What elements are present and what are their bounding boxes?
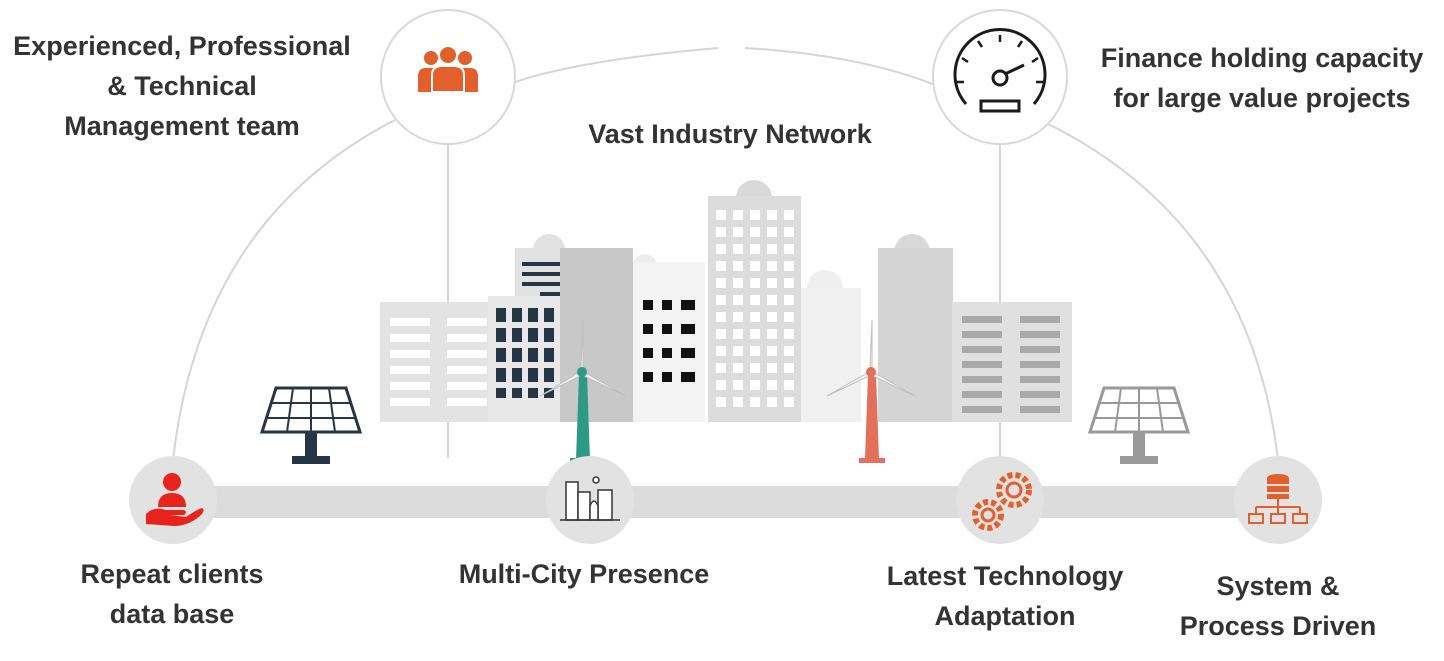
label-repeat-clients: Repeat clients data base [80, 559, 264, 629]
label-latest-technology: Latest Technology Adaptation [886, 561, 1124, 631]
city-icon [560, 476, 620, 521]
ground-bar [170, 486, 1280, 518]
team-circle [380, 9, 516, 145]
repeat-clients-circle [129, 456, 217, 544]
latest-technology-circle [956, 456, 1044, 544]
wind-turbine-coral [826, 319, 916, 463]
system-process-circle [1234, 456, 1322, 544]
database-network-icon [1248, 474, 1308, 524]
gauge-icon [953, 28, 1047, 113]
multi-city-circle [546, 456, 634, 544]
team-icon [418, 45, 478, 93]
network-arc [172, 47, 1279, 461]
city-skyline-illustration [380, 180, 1072, 422]
solar-panel-gray [1087, 386, 1191, 464]
label-experienced-team: Experienced, Professional & Technical Ma… [13, 31, 351, 141]
center-title: Vast Industry Network [588, 119, 872, 149]
gauge-circle [932, 9, 1068, 145]
label-multi-city: Multi-City Presence [458, 559, 710, 589]
client-hand-icon [146, 473, 204, 526]
label-system-process: System & Process Driven [1179, 571, 1377, 641]
solar-panel-dark [259, 386, 363, 464]
gears-icon [972, 472, 1032, 531]
label-finance-capacity: Finance holding capacity for large value… [1100, 43, 1424, 113]
